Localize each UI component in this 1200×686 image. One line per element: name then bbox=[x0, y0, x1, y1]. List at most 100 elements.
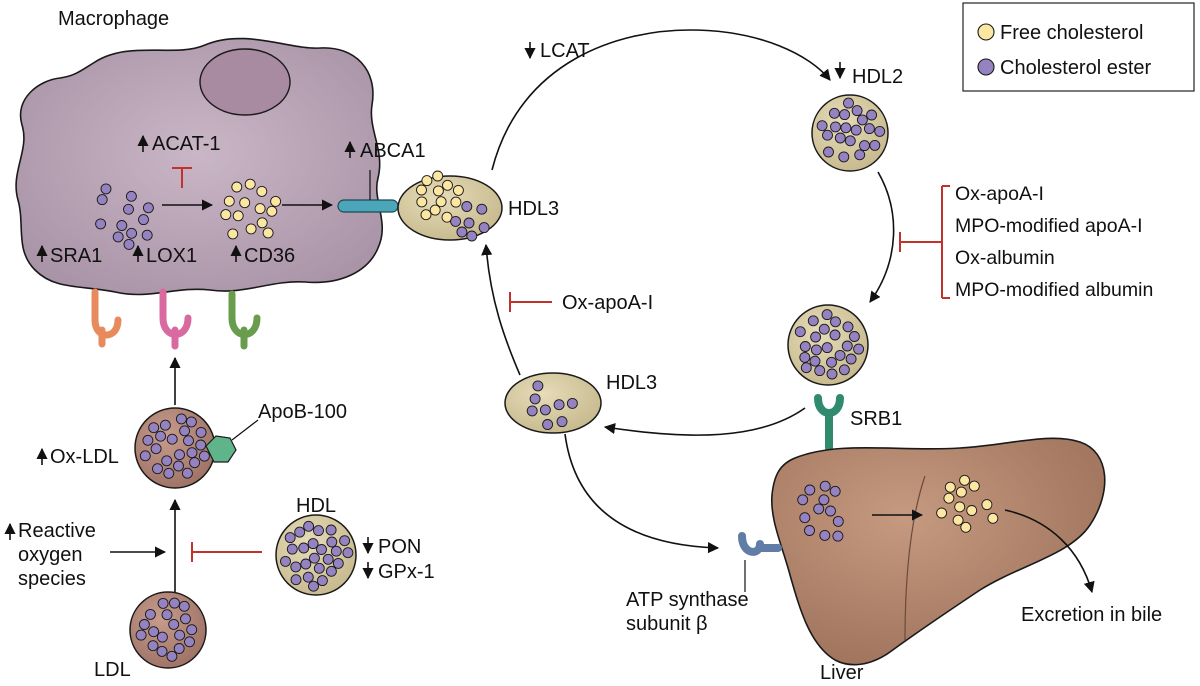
cholesterol-ester-dot bbox=[322, 553, 334, 565]
cholesterol-ester-dot bbox=[126, 227, 138, 239]
cholesterol-ester-dot bbox=[810, 331, 822, 343]
free-cholesterol-dot bbox=[952, 514, 964, 526]
free-cholesterol-dot bbox=[968, 480, 980, 492]
liver-label: Liver bbox=[820, 662, 864, 684]
cholesterol-ester-dot bbox=[156, 631, 168, 643]
cholesterol-ester-dot bbox=[869, 139, 881, 151]
cholesterol-ester-dot bbox=[325, 565, 337, 577]
free-cholesterol-dot bbox=[966, 505, 978, 516]
hdl3-bottom-particle bbox=[504, 372, 602, 434]
cholesterol-ester-dot bbox=[848, 331, 860, 342]
cholesterol-ester-dot bbox=[183, 435, 194, 447]
hdl2-to-srb1-arrow bbox=[869, 171, 895, 303]
free-cholesterol-dot bbox=[420, 209, 432, 221]
cholesterol-ester-dot bbox=[173, 460, 184, 472]
cholesterol-ester-dot bbox=[856, 114, 868, 126]
cholesterol-ester-dot bbox=[316, 575, 328, 587]
cholesterol-ester-dot bbox=[797, 494, 809, 506]
cholesterol-ester-dot bbox=[529, 393, 541, 405]
cholesterol-ester-dot bbox=[823, 146, 834, 158]
cholesterol-ester-dot bbox=[830, 121, 841, 133]
cholesterol-ester-dot bbox=[195, 439, 207, 451]
free-cholesterol-dot bbox=[442, 179, 453, 191]
cholesterol-ester-dot bbox=[302, 571, 314, 583]
cholesterol-ester-dot bbox=[332, 557, 344, 569]
cholesterol-ester-dot bbox=[141, 229, 153, 241]
cholesterol-ester-dot bbox=[150, 443, 162, 455]
hdl3-top-dots bbox=[416, 170, 490, 242]
cholesterol-ester-dot bbox=[95, 218, 107, 230]
cholesterol-ester-dot bbox=[816, 120, 828, 132]
cholesterol-ester-dot bbox=[116, 220, 128, 231]
hdl3-recycle-arrow bbox=[481, 243, 521, 376]
cd36-receptor-icon bbox=[228, 290, 261, 350]
cholesterol-ester-dot bbox=[184, 636, 195, 648]
atp-synthase-label-line1: ATP synthase bbox=[626, 589, 749, 611]
cholesterol-ester-dot bbox=[829, 485, 841, 497]
free-cholesterol-dot bbox=[416, 184, 427, 196]
liver-organ bbox=[771, 437, 1106, 666]
cholesterol-ester-dot bbox=[532, 380, 544, 392]
free-cholesterol-dot bbox=[223, 195, 235, 207]
cholesterol-ester-dot bbox=[181, 467, 193, 479]
cholesterol-ester-dot bbox=[854, 149, 866, 161]
cholesterol-ester-dot bbox=[125, 190, 137, 202]
cholesterol-ester-dot bbox=[863, 123, 875, 135]
cholesterol-ester-dot bbox=[135, 629, 147, 641]
hdl3-bottom-dots bbox=[526, 380, 578, 430]
cholesterol-ester-dot bbox=[159, 419, 171, 431]
cholesterol-ester-dot bbox=[841, 340, 853, 352]
cholesterol-ester-dot bbox=[290, 561, 302, 573]
legend-free-cholesterol-label: Free cholesterol bbox=[1000, 22, 1143, 44]
free-cholesterol-dot bbox=[960, 521, 972, 533]
cholesterol-ester-dot bbox=[838, 151, 850, 163]
cholesterol-ester-dot bbox=[166, 650, 178, 662]
cholesterol-ester-dot bbox=[148, 626, 160, 638]
cholesterol-ester-dot bbox=[313, 525, 324, 537]
cholesterol-ester-dot bbox=[339, 535, 351, 547]
free-cholesterol-dot bbox=[232, 210, 244, 222]
cholesterol-ester-dot bbox=[838, 364, 850, 376]
free-cholesterol-dot bbox=[954, 501, 966, 513]
cholesterol-ester-dot bbox=[308, 552, 320, 564]
cholesterol-ester-dot bbox=[195, 426, 207, 438]
macrophage-ester-cluster bbox=[95, 183, 154, 250]
cholesterol-ester-dot bbox=[819, 529, 831, 541]
cholesterol-ester-dot bbox=[799, 512, 811, 524]
cholesterol-ester-dot bbox=[799, 341, 811, 352]
cholesterol-ester-dot bbox=[330, 545, 342, 557]
cholesterol-ester-dot bbox=[280, 555, 291, 567]
hdl-label: HDL bbox=[296, 495, 336, 517]
lcat-label: LCAT bbox=[540, 40, 590, 62]
liver-free-cholesterol-cluster bbox=[936, 474, 999, 533]
ldl-label: LDL bbox=[94, 659, 131, 681]
cholesterol-ester-dot bbox=[828, 107, 840, 119]
ox-ldl-ester-dots bbox=[139, 413, 210, 479]
cholesterol-ester-dot bbox=[794, 326, 806, 338]
cholesterol-ester-dot bbox=[179, 425, 191, 437]
gpx1-label: GPx-1 bbox=[378, 561, 435, 583]
cholesterol-ester-dot bbox=[123, 238, 135, 250]
cholesterol-ester-dot bbox=[180, 613, 191, 625]
free-cholesterol-dot bbox=[262, 227, 274, 239]
apob100-label: ApoB-100 bbox=[258, 401, 347, 423]
cholesterol-ester-dot bbox=[810, 344, 822, 356]
free-cholesterol-dot bbox=[227, 228, 239, 240]
cholesterol-ester-dot bbox=[821, 342, 833, 354]
cholesterol-ester-dot bbox=[144, 608, 156, 620]
hdl-inhibition-icon bbox=[191, 542, 262, 562]
sra1-label: SRA1 bbox=[50, 245, 102, 267]
cholesterol-ester-dot bbox=[294, 526, 306, 538]
free-cholesterol-dot bbox=[244, 178, 256, 190]
atp-synthase-receptor-icon bbox=[738, 532, 782, 592]
cholesterol-ester-dot bbox=[834, 132, 846, 144]
cholesterol-ester-dot bbox=[316, 544, 327, 555]
hdl2-ester-dots bbox=[816, 97, 886, 163]
cholesterol-ester-dot bbox=[818, 494, 830, 506]
cholesterol-ester-dot bbox=[189, 457, 201, 469]
apob100-icon bbox=[205, 435, 237, 463]
cholesterol-ester-dot bbox=[463, 217, 475, 229]
liver-lobe-divider bbox=[904, 475, 926, 641]
